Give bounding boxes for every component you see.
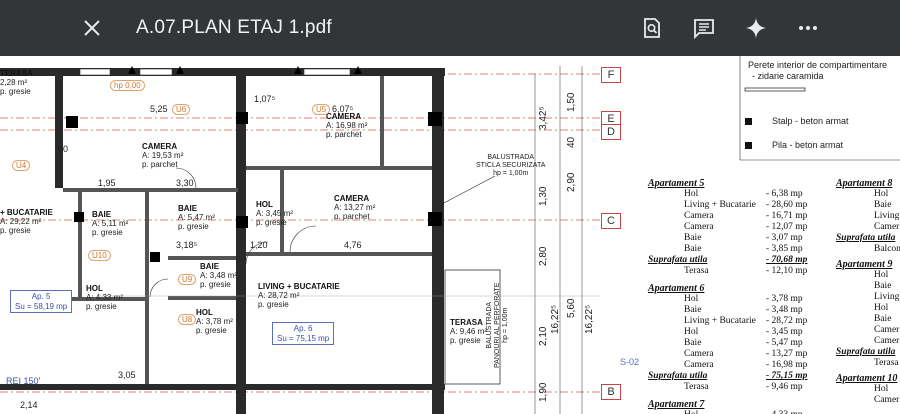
sparkle-icon bbox=[746, 18, 766, 38]
apartment-heading: Apartament 6 bbox=[648, 283, 705, 294]
room-row: Hol- 3,45 mp bbox=[684, 327, 803, 337]
find-in-page-button[interactable] bbox=[630, 6, 674, 50]
vdim-190: 1,90 bbox=[538, 382, 549, 402]
grid-label-d: D bbox=[601, 124, 621, 140]
pdf-viewer-toolbar: A.07.PLAN ETAJ 1.pdf bbox=[0, 0, 900, 56]
room-row: Camera- 16,98 mp bbox=[684, 360, 808, 370]
room-row: Living + Bucatarie- 28,60 mp bbox=[684, 200, 808, 210]
room-row: Hol- 3,78 mp bbox=[684, 294, 803, 304]
usable-area-row: Suprafata utila- 75,15 mp bbox=[648, 371, 808, 381]
dim-60: 60 bbox=[58, 144, 69, 154]
vdim-130: 1,30 bbox=[538, 186, 549, 206]
vdim-560: 5,60 bbox=[566, 298, 577, 318]
dim-525: 5,25 bbox=[150, 104, 168, 114]
document-title: A.07.PLAN ETAJ 1.pdf bbox=[136, 17, 332, 38]
more-options-button[interactable] bbox=[786, 6, 830, 50]
room-row: Camera- 16,71 mp bbox=[684, 211, 808, 221]
legend-wall-line1: Perete interior de compartimentare bbox=[748, 60, 888, 70]
usable-area-row: Suprafata utila- 70,68 mp bbox=[648, 255, 808, 265]
vdim-150: 1,50 bbox=[566, 92, 577, 112]
apartments-table-right: Apartament 8 Hol Baie Living Camer Supra… bbox=[836, 178, 900, 405]
room-row: Hol- 4,33 mp bbox=[648, 410, 828, 414]
legend-pila: Pila - beton armat bbox=[772, 140, 844, 150]
tag-u9: U9 bbox=[178, 274, 197, 285]
find-in-page-icon bbox=[644, 18, 660, 38]
dim-318: 3,18⁵ bbox=[176, 240, 198, 250]
fire-rating-label: REI 150' bbox=[6, 376, 41, 386]
comments-icon bbox=[694, 19, 714, 39]
room-row: Baie- 3,48 mp bbox=[684, 305, 803, 315]
vdim-40: 40 bbox=[566, 136, 577, 148]
comments-button[interactable] bbox=[682, 6, 726, 50]
vdim-210: 2,10 bbox=[538, 326, 549, 346]
terrace-row: Terasa- 9,46 mp bbox=[684, 382, 803, 392]
room-row: Baie- 3,85 mp bbox=[684, 244, 803, 254]
room-row: Camera- 13,27 mp bbox=[684, 349, 808, 359]
room-row: Living + Bucatarie- 28,72 mp bbox=[684, 316, 808, 326]
vdim-290: 2,90 bbox=[566, 172, 577, 192]
dim-214: 2,14 bbox=[20, 400, 38, 410]
room-row: Baie- 3,07 mp bbox=[684, 233, 803, 243]
tag-u8: U8 bbox=[178, 314, 197, 325]
vdim-342: 3,42⁵ bbox=[538, 106, 549, 130]
tag-u5: U5 bbox=[312, 104, 331, 115]
dim-330: 3,30 bbox=[176, 178, 194, 188]
dim-305: 3,05 bbox=[118, 370, 136, 380]
room-row: Baie- 5,47 mp bbox=[684, 338, 803, 348]
vdim-1622a: 16,22⁵ bbox=[550, 304, 561, 334]
ai-assist-button[interactable] bbox=[734, 6, 778, 50]
dim-1075: 1,07⁵ bbox=[254, 94, 276, 104]
vdim-1622b: 16,22⁵ bbox=[584, 304, 595, 334]
grid-label-f: F bbox=[601, 67, 621, 83]
vdim-280: 2,80 bbox=[538, 246, 549, 266]
grid-label-b: B bbox=[601, 384, 621, 400]
room-row: Hol- 6,38 mp bbox=[684, 189, 803, 199]
tag-u6: U6 bbox=[172, 104, 191, 115]
apartment-heading: Apartament 5 bbox=[648, 178, 705, 189]
floor-plan-drawing bbox=[0, 56, 900, 414]
close-icon bbox=[84, 20, 100, 36]
legend-wall-line2: - zidarie caramida bbox=[752, 71, 824, 81]
room-row: Camera- 12,07 mp bbox=[684, 222, 808, 232]
dim-607: 6,07⁵ bbox=[332, 104, 354, 114]
tag-u10: U10 bbox=[88, 250, 111, 261]
dim-476: 4,76 bbox=[344, 240, 362, 250]
grid-label-c: C bbox=[601, 213, 621, 229]
tag-u4: U4 bbox=[12, 160, 31, 171]
dim-195: 1,95 bbox=[98, 178, 116, 188]
close-button[interactable] bbox=[70, 6, 114, 50]
legend: Perete interior de compartimentare - zid… bbox=[744, 56, 900, 150]
terrace-row: Terasa- 12,10 mp bbox=[684, 266, 808, 276]
apartment-heading: Apartament 7 bbox=[648, 399, 705, 410]
more-icon bbox=[799, 26, 817, 30]
section-label-s02: S-02 bbox=[620, 357, 640, 367]
legend-stalp: Stalp - beton armat bbox=[772, 116, 849, 126]
dim-120: 1,20 bbox=[250, 240, 268, 250]
tag-hp: hp 0,00 bbox=[110, 80, 145, 91]
